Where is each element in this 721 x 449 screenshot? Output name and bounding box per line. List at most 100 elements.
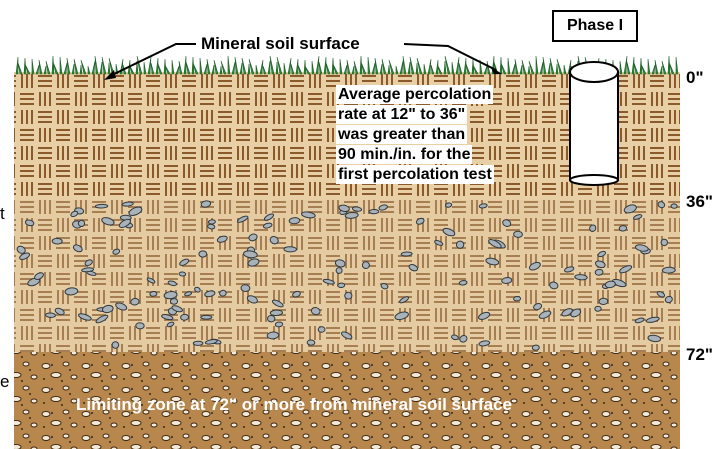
gravel-stone <box>146 277 156 284</box>
gravel-stone <box>368 208 380 215</box>
gravel-stone <box>163 291 178 300</box>
note-line: rate at 12" to 36" <box>336 105 468 124</box>
gravel-stone <box>111 341 120 349</box>
gravel-stone <box>451 334 459 341</box>
gravel-stone <box>574 274 588 281</box>
gravel-stone <box>198 250 208 258</box>
gravel-stone <box>263 213 275 221</box>
gravel-stone <box>657 201 666 209</box>
gravel-stone <box>513 295 522 302</box>
gravel-stone <box>180 313 190 321</box>
gravel-stone <box>634 317 645 324</box>
gravel-stone <box>344 291 353 300</box>
gravel-stone <box>101 304 114 314</box>
gravel-stone <box>623 204 637 214</box>
gravel-stone <box>604 280 616 289</box>
gravel-stone <box>661 266 676 274</box>
gravel-stone <box>247 258 260 267</box>
gravel-stone <box>394 311 409 321</box>
gravel-stone <box>216 235 228 243</box>
gravel-stone <box>645 316 660 323</box>
edge-text-fragment: t <box>0 204 5 223</box>
phase-label: Phase I <box>552 10 638 42</box>
gravel-stone <box>64 287 79 296</box>
gravel-stone <box>598 297 609 306</box>
gravel-stone <box>310 307 321 316</box>
gravel-stone <box>400 251 413 257</box>
gravel-stone <box>488 239 502 249</box>
gravel-stone <box>538 310 552 319</box>
limiting-zone-label: Limiting zone at 72" or more from minera… <box>76 395 512 414</box>
gravel-stone <box>167 280 177 287</box>
note-line: 90 min./in. for the <box>336 145 473 164</box>
gravel-stone <box>243 250 258 259</box>
gravel-stone <box>338 204 350 213</box>
gravel-stone <box>361 261 370 270</box>
gravel-stone <box>101 217 115 226</box>
gravel-stone <box>664 295 673 304</box>
percolation-note: Average percolation rate at 12" to 36" w… <box>336 85 548 185</box>
gravel-stone <box>194 286 201 293</box>
gravel-stone <box>399 296 410 304</box>
gravel-stone <box>561 308 573 317</box>
gravel-stone <box>171 305 183 313</box>
note-line: Average percolation <box>336 85 494 104</box>
gravel-stone <box>266 331 280 340</box>
gravel-stone <box>455 240 465 249</box>
gravel-stone <box>149 290 158 297</box>
edge-text-fragment: e <box>0 372 10 391</box>
gravel-stone <box>130 297 140 306</box>
gravel-stone <box>184 291 193 297</box>
depth-label-72: 72" <box>686 345 713 364</box>
gravel-stone <box>408 264 419 272</box>
gravel-stone <box>161 314 174 321</box>
gravel-stone <box>351 206 363 212</box>
depth-label-0: 0" <box>686 68 704 87</box>
gravel-stone <box>84 259 93 267</box>
gravel-stone <box>207 223 216 230</box>
gravel-stone <box>34 272 44 280</box>
gravel-stone <box>77 219 86 227</box>
gravel-stone <box>335 267 343 274</box>
gravel-stone <box>478 340 491 347</box>
gravel-stone <box>179 258 190 266</box>
gravel-stone <box>442 227 456 237</box>
gravel-stone <box>81 267 95 273</box>
gravel-stone <box>619 265 633 274</box>
note-line: was greater than <box>336 125 468 144</box>
gravel-stone <box>633 214 643 220</box>
gravel-stone <box>458 280 468 286</box>
gravel-stone <box>501 277 513 284</box>
gravel-stone <box>262 222 273 229</box>
gravel-stone <box>478 311 491 320</box>
depth-label-36: 36" <box>686 192 713 211</box>
gravel-stone <box>594 260 606 269</box>
gravel-stone <box>51 237 63 245</box>
gravel-stone <box>564 266 575 273</box>
gravel-stone <box>95 314 109 324</box>
gravel-stone <box>204 290 216 298</box>
gravel-stone <box>434 239 444 246</box>
gravel-stone <box>246 295 258 304</box>
gravel-stone <box>24 219 35 227</box>
gravel-stone <box>531 344 540 351</box>
gravel-stone <box>618 225 628 232</box>
gravel-stone <box>380 283 389 290</box>
gravel-stone <box>19 252 31 260</box>
gravel-stone <box>594 268 604 276</box>
gravel-stone <box>192 340 204 346</box>
gravel-stone <box>72 244 83 253</box>
gravel-stone <box>415 217 425 225</box>
gravel-stone <box>135 322 145 330</box>
surface-leader-lines <box>109 43 497 77</box>
gravel-stone <box>549 281 559 290</box>
gravel-stone <box>248 233 258 242</box>
limiting-zone-layer <box>14 352 680 449</box>
gravel-stone <box>660 238 668 247</box>
gravel-stone <box>634 244 649 252</box>
gravel-stone <box>533 303 543 311</box>
gravel-stone <box>269 236 279 245</box>
gravel-stone <box>112 248 121 255</box>
leader-arrowhead-left <box>104 70 116 80</box>
